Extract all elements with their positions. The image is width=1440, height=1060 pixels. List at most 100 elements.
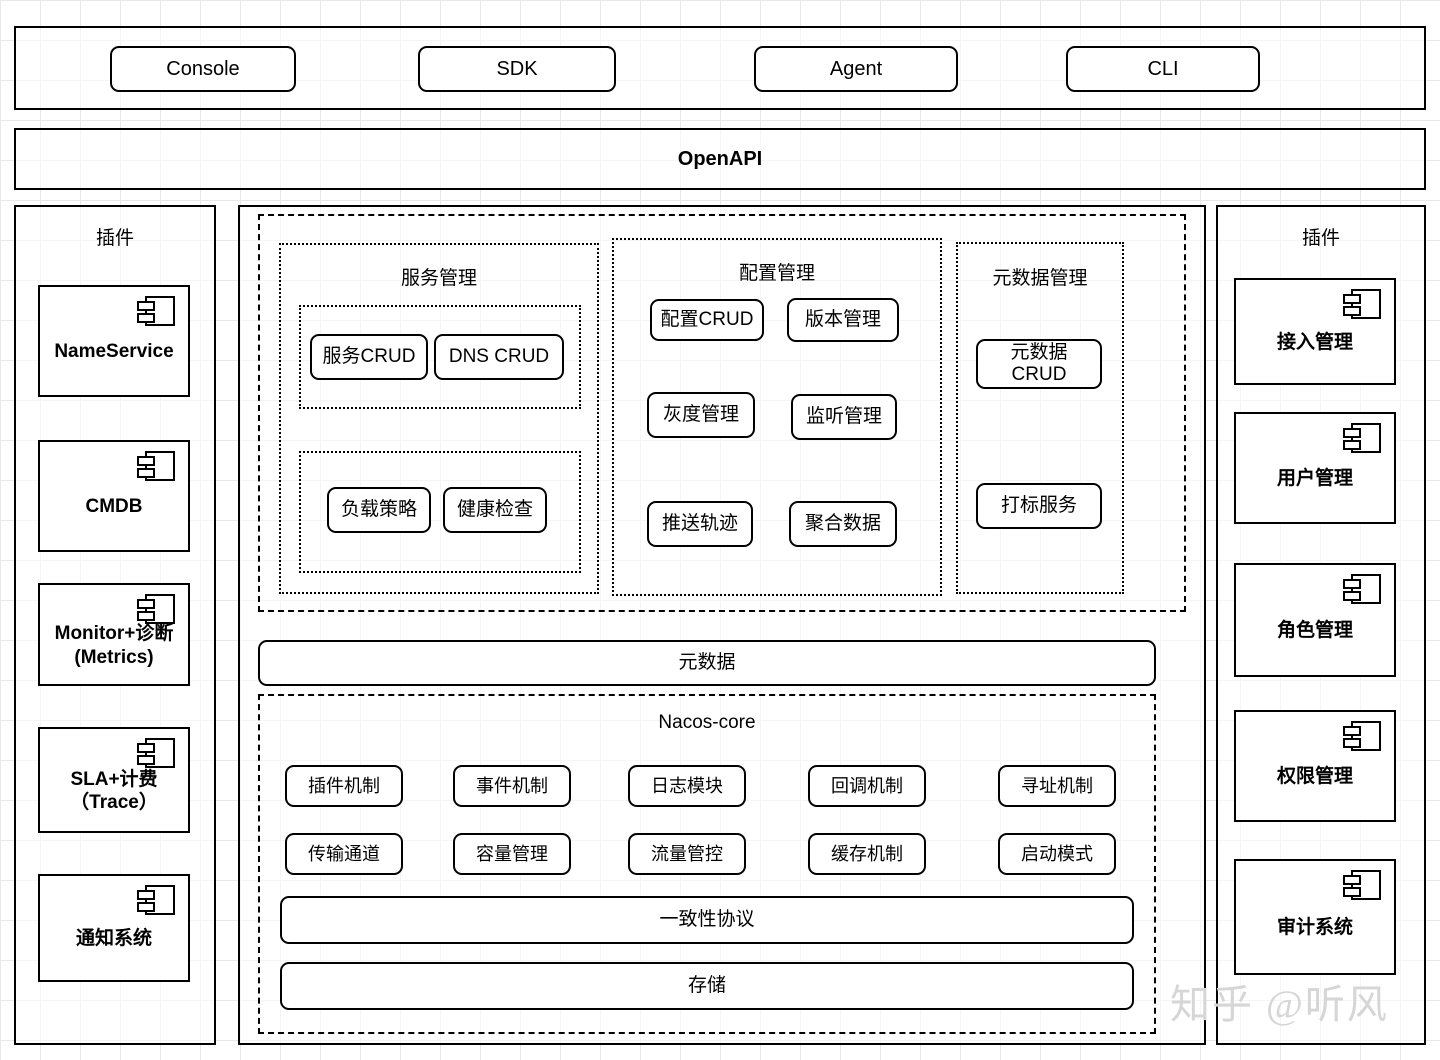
core-module-r1-0-label: 插件机制 [308, 775, 380, 796]
core-module-r1-3[interactable]: 回调机制 [808, 765, 926, 807]
service-crud-item-0-label: 服务CRUD [322, 346, 416, 368]
right-plugin-component-label-0: 接入管理 [1276, 331, 1353, 353]
service-policy-item-0[interactable]: 负载策略 [327, 487, 431, 533]
config-management-title: 配置管理 [738, 263, 815, 284]
right-plugin-component-2[interactable]: 角色管理 [1234, 563, 1396, 677]
core-module-r2-4-label: 启动模式 [1021, 843, 1093, 864]
left-plugin-component-0[interactable]: NameService [38, 285, 190, 397]
config-item-3-label: 监听管理 [805, 406, 882, 428]
uml-component-icon [1342, 573, 1382, 605]
left-plugin-component-3[interactable]: SLA+计费 （Trace） [38, 727, 190, 833]
right-plugin-component-label-3: 权限管理 [1276, 766, 1353, 788]
client-box-agent[interactable]: Agent [754, 46, 958, 92]
config-item-5-label: 聚合数据 [804, 513, 881, 535]
core-module-r2-4[interactable]: 启动模式 [998, 833, 1116, 875]
nacos-core-group [258, 694, 1156, 1034]
core-module-r1-0[interactable]: 插件机制 [285, 765, 403, 807]
config-item-2[interactable]: 灰度管理 [647, 392, 755, 438]
openapi-label: OpenAPI [677, 147, 763, 170]
config-item-2-label: 灰度管理 [662, 404, 739, 426]
config-item-5[interactable]: 聚合数据 [789, 501, 897, 547]
metadata-management-title: 元数据管理 [992, 268, 1088, 289]
config-item-0[interactable]: 配置CRUD [650, 299, 764, 341]
core-module-r2-0-label: 传输通道 [308, 843, 380, 864]
metadata-item-1-label: 打标服务 [1000, 495, 1077, 517]
uml-component-icon [1342, 869, 1382, 901]
client-box-sdk[interactable]: SDK [418, 46, 616, 92]
core-module-r1-1-label: 事件机制 [476, 775, 548, 796]
config-item-4[interactable]: 推送轨迹 [647, 501, 753, 547]
metadata-item-0[interactable]: 元数据 CRUD [976, 339, 1102, 389]
core-module-r2-0[interactable]: 传输通道 [285, 833, 403, 875]
service-crud-subgroup [299, 305, 581, 409]
left-plugins-title: 插件 [95, 228, 134, 249]
client-box-console[interactable]: Console [110, 46, 296, 92]
right-plugin-component-label-2: 角色管理 [1276, 620, 1353, 642]
service-crud-item-1[interactable]: DNS CRUD [434, 334, 564, 380]
metadata-item-1[interactable]: 打标服务 [976, 483, 1102, 529]
left-plugin-component-label-3: SLA+计费 （Trace） [70, 768, 158, 813]
right-plugin-component-4[interactable]: 审计系统 [1234, 859, 1396, 975]
right-plugins-title: 插件 [1301, 228, 1340, 249]
client-box-sdk-label: SDK [496, 57, 538, 80]
left-plugin-component-label-1: CMDB [85, 496, 143, 518]
uml-component-icon [136, 737, 176, 769]
left-plugin-component-2[interactable]: Monitor+诊断 (Metrics) [38, 583, 190, 686]
uml-component-icon [1342, 720, 1382, 752]
left-plugin-component-4[interactable]: 通知系统 [38, 874, 190, 982]
client-box-console-label: Console [166, 57, 240, 80]
config-item-1-label: 版本管理 [804, 309, 881, 331]
right-plugin-component-1[interactable]: 用户管理 [1234, 412, 1396, 524]
service-crud-item-0[interactable]: 服务CRUD [310, 334, 428, 380]
core-module-r1-4-label: 寻址机制 [1021, 775, 1093, 796]
right-plugin-component-label-4: 审计系统 [1276, 917, 1353, 939]
core-module-r1-2[interactable]: 日志模块 [628, 765, 746, 807]
core-module-r2-3-label: 缓存机制 [831, 843, 903, 864]
core-module-r2-1-label: 容量管理 [476, 843, 548, 864]
left-plugin-component-label-0: NameService [54, 341, 174, 363]
client-box-agent-label: Agent [829, 57, 883, 80]
metadata-bar[interactable]: 元数据 [258, 640, 1156, 686]
core-module-r2-3[interactable]: 缓存机制 [808, 833, 926, 875]
core-module-r1-1[interactable]: 事件机制 [453, 765, 571, 807]
core-wide-module-0-label: 一致性协议 [659, 909, 755, 931]
right-plugin-component-0[interactable]: 接入管理 [1234, 278, 1396, 385]
metadata-management-group [956, 242, 1124, 594]
metadata-bar-label: 元数据 [678, 652, 736, 674]
functional-modules-group [258, 214, 1186, 612]
core-module-r1-3-label: 回调机制 [831, 775, 903, 796]
core-module-r1-2-label: 日志模块 [651, 775, 723, 796]
metadata-item-0-label: 元数据 CRUD [1010, 342, 1068, 385]
uml-component-icon [1342, 288, 1382, 320]
client-box-cli-label: CLI [1147, 57, 1179, 80]
left-plugin-component-1[interactable]: CMDB [38, 440, 190, 552]
service-policy-subgroup [299, 451, 581, 573]
core-module-r2-1[interactable]: 容量管理 [453, 833, 571, 875]
uml-component-icon [1342, 422, 1382, 454]
service-policy-item-1[interactable]: 健康检查 [443, 487, 547, 533]
right-plugin-component-label-1: 用户管理 [1276, 468, 1353, 490]
client-box-cli[interactable]: CLI [1066, 46, 1260, 92]
uml-component-icon [136, 450, 176, 482]
service-management-title: 服务管理 [400, 268, 477, 289]
openapi-layer-panel: OpenAPI [14, 128, 1426, 190]
uml-component-icon [136, 593, 176, 625]
service-policy-item-0-label: 负载策略 [340, 499, 417, 521]
config-item-3[interactable]: 监听管理 [791, 394, 897, 440]
config-management-group [612, 238, 942, 596]
service-management-group [279, 243, 599, 594]
service-crud-item-1-label: DNS CRUD [448, 346, 550, 368]
config-item-1[interactable]: 版本管理 [787, 298, 899, 342]
core-wide-module-1[interactable]: 存储 [280, 962, 1134, 1010]
core-module-r2-2-label: 流量管控 [651, 843, 723, 864]
left-plugin-component-label-2: Monitor+诊断 (Metrics) [54, 623, 174, 668]
right-plugin-component-3[interactable]: 权限管理 [1234, 710, 1396, 822]
service-policy-item-1-label: 健康检查 [456, 499, 533, 521]
left-plugin-component-label-4: 通知系统 [75, 928, 152, 950]
core-wide-module-0[interactable]: 一致性协议 [280, 896, 1134, 944]
core-wide-module-1-label: 存储 [687, 975, 726, 997]
core-module-r2-2[interactable]: 流量管控 [628, 833, 746, 875]
core-module-r1-4[interactable]: 寻址机制 [998, 765, 1116, 807]
uml-component-icon [136, 295, 176, 327]
